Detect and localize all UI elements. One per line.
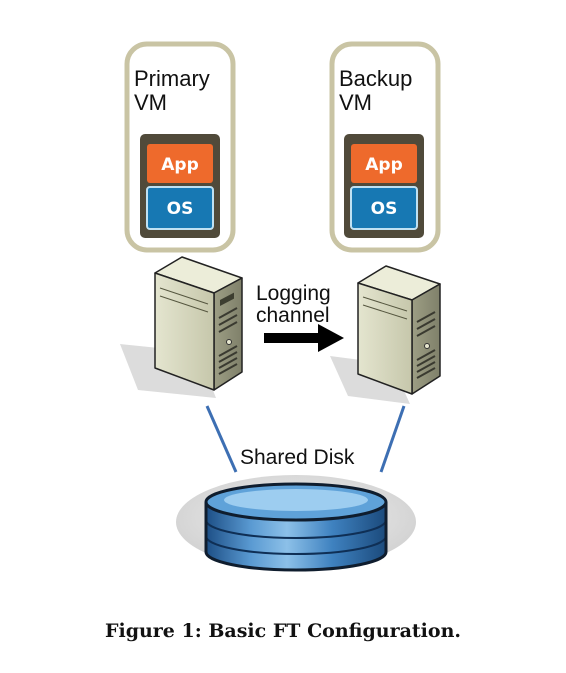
backup-app-chip <box>351 144 417 183</box>
backup-os-chip <box>350 186 418 230</box>
backup-server-icon <box>330 265 441 404</box>
primary-os-chip <box>146 186 214 230</box>
backup-app-label: App <box>365 155 403 175</box>
primary-app-label: App <box>161 155 199 175</box>
primary-disk-link <box>205 405 238 473</box>
primary-vm: Primary VM App OS <box>124 41 236 253</box>
backup-vm-label-line2: VM <box>339 90 372 115</box>
primary-server-icon <box>120 256 243 398</box>
backup-vm: Backup VM App OS <box>329 41 441 253</box>
logging-label-line2: channel <box>256 304 330 327</box>
primary-os-label: OS <box>167 199 194 219</box>
primary-vm-label-line2: VM <box>134 90 167 115</box>
figure-caption: Figure 1: Basic FT Configuration. <box>104 620 462 642</box>
disk-icon <box>176 475 416 572</box>
logging-label-line1: Logging <box>256 282 331 305</box>
backup-disk-link <box>379 405 406 473</box>
backup-vm-label-line1: Backup <box>339 66 412 91</box>
primary-vm-label-line1: Primary <box>134 66 210 91</box>
backup-os-label: OS <box>371 199 398 219</box>
arrow-icon <box>264 324 344 352</box>
shared-disk-label: Shared Disk <box>240 446 355 469</box>
primary-app-chip <box>147 144 213 183</box>
